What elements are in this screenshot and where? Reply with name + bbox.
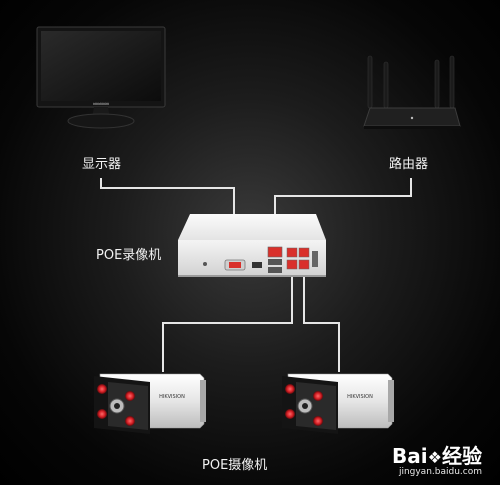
camera-right	[282, 373, 394, 434]
camera-left	[94, 373, 206, 434]
router	[363, 55, 461, 129]
watermark-brand-prefix: Bai	[392, 444, 428, 468]
watermark-url: jingyan.baidu.com	[398, 467, 482, 477]
camera-left-brand: HIKVISION	[159, 394, 185, 400]
label-router: 路由器	[389, 157, 429, 172]
nvr	[178, 214, 326, 277]
monitor	[36, 26, 166, 129]
watermark-brand-suffix: 经验	[442, 444, 482, 468]
watermark-logo: Bai❖经验	[392, 440, 482, 469]
camera-right-brand: HIKVISION	[347, 394, 373, 400]
cable-nvr-camera-left	[162, 272, 293, 372]
monitor-brand: HIKVISION	[93, 102, 108, 106]
label-nvr: POE录像机	[96, 248, 162, 263]
label-monitor: 显示器	[82, 157, 122, 172]
paw-icon: ❖	[427, 448, 442, 467]
cable-nvr-camera-right	[303, 272, 340, 372]
baidu-jingyan-watermark: Bai❖经验 jingyan.baidu.com	[392, 440, 482, 477]
label-cameras: POE摄像机	[202, 458, 268, 473]
